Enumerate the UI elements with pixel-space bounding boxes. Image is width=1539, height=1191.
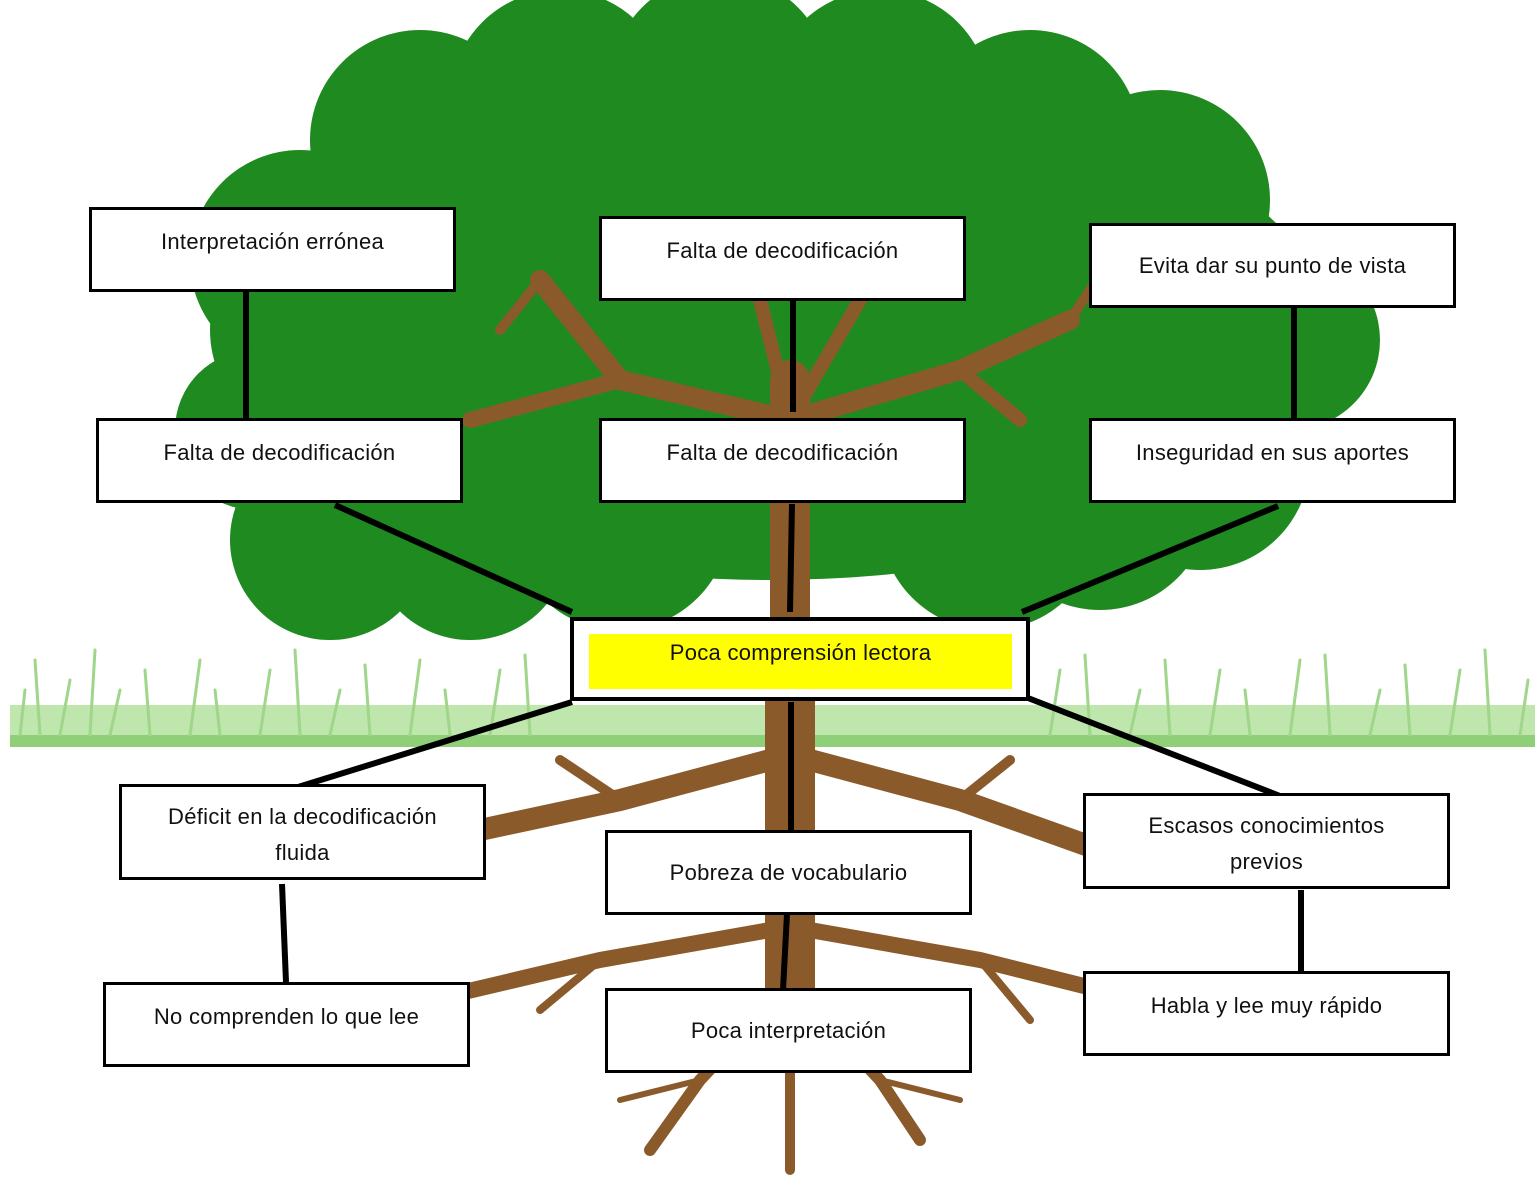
connector-low-left: [281, 699, 573, 795]
effect-box-top-center: Falta de decodificación: [599, 216, 966, 301]
effect-text: Evita dar su punto de vista: [1138, 252, 1407, 278]
cause-text: No comprenden lo que lee: [153, 1004, 420, 1029]
tree-roots: [416, 675, 1184, 1175]
effect-box-mid-right: Inseguridad en sus aportes: [1089, 418, 1456, 503]
connector-root-left: [279, 883, 289, 983]
central-problem-box: Poca comprensión lectora: [570, 617, 1030, 701]
effect-text: Inseguridad en sus aportes: [1135, 440, 1410, 465]
cause-text: Poca interpretación: [690, 1017, 887, 1043]
cause-text: Escasos conocimientos previos: [1148, 813, 1385, 874]
cause-box-upper-center: Pobreza de vocabulario: [605, 830, 972, 915]
effect-box-top-right: Evita dar su punto de vista: [1089, 223, 1456, 308]
connector-low-right: [1026, 695, 1282, 799]
effect-text: Interpretación errónea: [160, 229, 385, 254]
cause-box-upper-right: Escasos conocimientos previos: [1083, 793, 1450, 889]
cause-box-lower-left: No comprenden lo que lee: [103, 982, 470, 1067]
connector-mid-left: [333, 502, 574, 615]
effect-box-top-left: Interpretación errónea: [89, 207, 456, 292]
effect-text: Falta de decodificación: [666, 440, 899, 465]
connector-mid-center: [787, 503, 795, 613]
effect-box-mid-center: Falta de decodificación: [599, 418, 966, 503]
connector-lines: [243, 292, 1304, 991]
cause-text: Habla y lee muy rápido: [1150, 993, 1383, 1018]
effect-text: Falta de decodificación: [666, 238, 899, 263]
connector-mid-right: [1020, 503, 1280, 615]
cause-box-lower-center: Poca interpretación: [605, 988, 972, 1073]
effect-box-mid-left: Falta de decodificación: [96, 418, 463, 503]
cause-box-upper-left: Déficit en la decodificación fluida: [119, 784, 486, 880]
cause-box-lower-right: Habla y lee muy rápido: [1083, 971, 1450, 1056]
central-problem-text: Poca comprensión lectora: [589, 634, 1012, 689]
effect-text: Falta de decodificación: [163, 440, 396, 465]
connector-root-center: [780, 913, 790, 991]
cause-text: Déficit en la decodificación fluida: [168, 804, 437, 865]
cause-text: Pobreza de vocabulario: [669, 859, 908, 885]
